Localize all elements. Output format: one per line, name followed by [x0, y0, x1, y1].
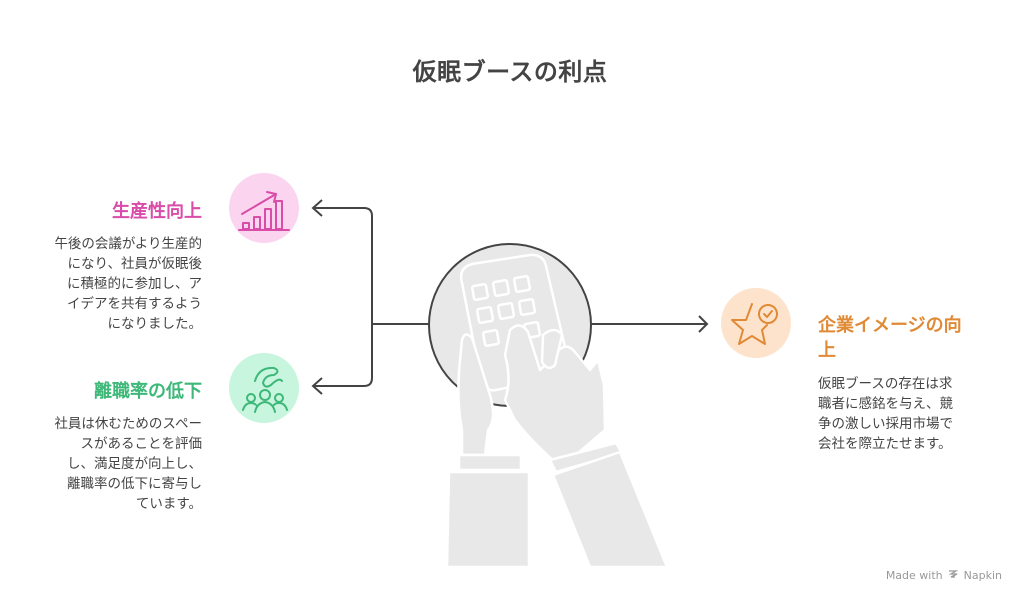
benefit-description-turnover: 社員は休むためのスペー スがあることを評価 し、満足度が向上し、 離職率の低下に… — [54, 416, 202, 512]
made-with-napkin-footer: Made with Napkin — [885, 569, 1002, 582]
benefit-description-productivity: 午後の会議がより生産的 になり、社員が仮眠後 に積極的に参加し、ア イデアを共有… — [54, 236, 202, 332]
benefit-description-company-image: 仮眠ブースの存在は求 職者に感銘を与え、競 争の激しい採用市場で 会社を際立たせ… — [818, 376, 953, 452]
star-check-icon — [731, 303, 778, 345]
productivity-icon-badge — [229, 173, 299, 243]
diagram-title: 仮眠ブースの利点 — [412, 58, 608, 86]
turnover-icon-badge — [229, 353, 299, 423]
napkin-logo-icon — [948, 569, 959, 582]
benefit-heading-turnover: 離職率の低下 — [94, 381, 202, 402]
benefit-heading-productivity: 生産性向上 — [112, 201, 202, 222]
benefit-heading-company-image: 企業イメージの向 上 — [818, 315, 962, 361]
team-retention-icon — [242, 366, 288, 413]
chart-growth-icon — [238, 191, 290, 231]
company-image-icon-badge — [721, 288, 791, 358]
